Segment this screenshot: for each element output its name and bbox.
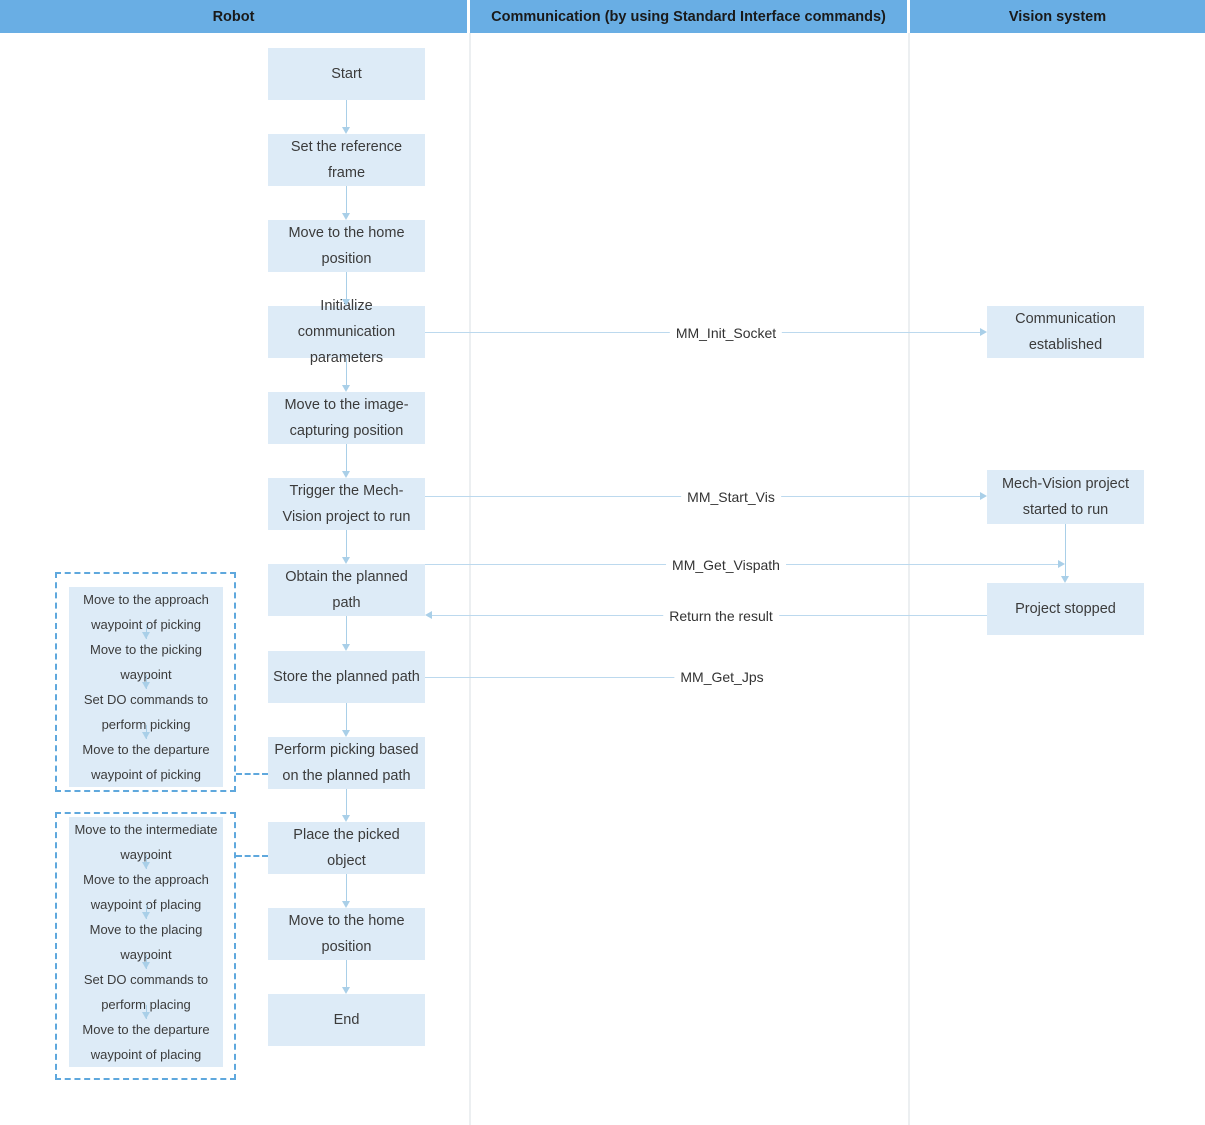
sub-box-placing-departure[interactable]: Move to the departure waypoint of placin… (69, 1017, 223, 1067)
connector-trigger-mech-vision-to-obtain-planned-path (346, 530, 348, 557)
connector-store-planned-path-to-perform-picking (346, 703, 348, 730)
process-box-end-label: End (333, 1012, 360, 1028)
process-box-mech-vision-started[interactable]: Mech-Vision project started to run (987, 470, 1144, 524)
message-label-mm-get-vispath: MM_Get_Vispath (666, 557, 786, 573)
lane-header-communication-label: Communication (by using Standard Interfa… (491, 8, 886, 25)
dashed-link-placing-group-to-place-picked-object (236, 855, 268, 857)
arrowhead-picking-departure (142, 732, 150, 739)
process-box-place-picked-object-label: Place the picked object (293, 827, 400, 869)
lane-header-communication: Communication (by using Standard Interfa… (470, 0, 907, 33)
process-box-perform-picking-label: Perform picking based on the planned pat… (274, 742, 419, 784)
process-box-end[interactable]: End (268, 994, 425, 1046)
process-box-obtain-planned-path[interactable]: Obtain the planned path (268, 564, 425, 616)
arrowhead-placing-do (142, 962, 150, 969)
arrowhead-set-reference-frame (342, 127, 350, 134)
process-box-set-reference-frame-label: Set the reference frame (290, 139, 403, 181)
arrowhead-move-home-1 (342, 213, 350, 220)
arrowhead-mm-start-vis (980, 492, 987, 500)
sub-box-placing-do[interactable]: Set DO commands to perform placing (69, 967, 223, 1017)
connector-move-home-1-to-init-communication (346, 272, 348, 299)
process-box-project-stopped[interactable]: Project stopped (987, 583, 1144, 635)
sub-box-placing-waypoint[interactable]: Move to the placing waypoint (69, 917, 223, 967)
arrowhead-mm-init-socket (980, 328, 987, 336)
sub-box-placing-waypoint-label: Move to the placing waypoint (89, 922, 203, 962)
arrowhead-end (342, 987, 350, 994)
arrowhead-move-home-2 (342, 901, 350, 908)
process-box-communication-established-label: Communication established (1015, 311, 1116, 353)
sub-box-placing-departure-label: Move to the departure waypoint of placin… (82, 1022, 210, 1062)
placing-detail-group (55, 812, 236, 1080)
process-box-init-communication[interactable]: Initialize communication parameters (268, 298, 425, 366)
process-box-move-home-1[interactable]: Move to the home position (268, 220, 425, 272)
process-box-obtain-planned-path-label: Obtain the planned path (285, 569, 408, 611)
process-box-set-reference-frame[interactable]: Set the reference frame (268, 134, 425, 186)
connector-move-home-2-to-end (346, 960, 348, 987)
arrowhead-init-communication (342, 299, 350, 306)
process-box-communication-established[interactable]: Communication established (987, 306, 1144, 358)
arrowhead-place-picked-object (342, 815, 350, 822)
arrowhead-perform-picking (342, 730, 350, 737)
message-label-mm-get-jps: MM_Get_Jps (674, 669, 770, 685)
arrowhead-mm-get-vispath (1058, 560, 1065, 568)
connector-init-communication-to-move-image-capture (346, 358, 348, 385)
process-box-project-stopped-label: Project stopped (1015, 601, 1116, 617)
connector-perform-picking-to-place-picked-object (346, 789, 348, 815)
process-box-trigger-mech-vision[interactable]: Trigger the Mech-Vision project to run (268, 478, 425, 530)
sub-box-placing-do-label: Set DO commands to perform placing (83, 972, 209, 1012)
arrowhead-picking-waypoint (142, 632, 150, 639)
connector-move-image-capture-to-trigger-mech-vision (346, 444, 348, 471)
process-box-move-image-capture[interactable]: Move to the image-capturing position (268, 392, 425, 444)
connector-obtain-planned-path-to-store-planned-path (346, 616, 348, 644)
arrowhead-placing-departure (142, 1012, 150, 1019)
lane-divider-communication-vision (908, 33, 910, 1125)
process-box-move-home-2-label: Move to the home position (288, 913, 405, 955)
picking-detail-group (55, 572, 236, 792)
sub-box-picking-departure[interactable]: Move to the departure waypoint of pickin… (69, 737, 223, 787)
arrowhead-obtain-planned-path (342, 557, 350, 564)
sub-box-placing-approach-label: Move to the approach waypoint of placing (83, 872, 209, 912)
arrowhead-return-the-result (425, 611, 432, 619)
arrowhead-store-planned-path (342, 644, 350, 651)
sub-box-picking-approach-label: Move to the approach waypoint of picking (83, 592, 209, 632)
process-box-mech-vision-started-label: Mech-Vision project started to run (1001, 476, 1130, 518)
process-box-move-home-1-label: Move to the home position (288, 225, 405, 267)
sub-box-picking-departure-label: Move to the departure waypoint of pickin… (82, 742, 210, 782)
message-label-return-the-result: Return the result (663, 608, 779, 624)
connector-mech-vision-started-to-project-stopped (1065, 524, 1067, 576)
arrowhead-trigger-mech-vision (342, 471, 350, 478)
arrowhead-placing-waypoint (142, 912, 150, 919)
process-box-init-communication-label: Initialize communication parameters (297, 298, 396, 366)
process-box-perform-picking[interactable]: Perform picking based on the planned pat… (268, 737, 425, 789)
sub-box-picking-do[interactable]: Set DO commands to perform picking (69, 687, 223, 737)
process-box-move-image-capture-label: Move to the image-capturing position (284, 397, 409, 439)
process-box-trigger-mech-vision-label: Trigger the Mech-Vision project to run (282, 483, 411, 525)
arrowhead-picking-do (142, 682, 150, 689)
arrowhead-placing-approach (142, 862, 150, 869)
arrowhead-project-stopped (1061, 576, 1069, 583)
sub-box-placing-intermediate-label: Move to the intermediate waypoint (74, 822, 218, 862)
connector-place-picked-object-to-move-home-2 (346, 874, 348, 901)
lane-header-robot-label: Robot (212, 8, 255, 25)
sub-box-picking-do-label: Set DO commands to perform picking (83, 692, 209, 732)
lane-header-vision-label: Vision system (1008, 8, 1107, 25)
lane-header-vision: Vision system (910, 0, 1205, 33)
process-box-start-label: Start (331, 66, 362, 82)
dashed-link-picking-group-to-perform-picking (236, 773, 268, 775)
process-box-start[interactable]: Start (268, 48, 425, 100)
message-label-mm-start-vis: MM_Start_Vis (681, 489, 781, 505)
message-line-mm-get-jps (425, 677, 735, 679)
process-box-store-planned-path-label: Store the planned path (273, 669, 420, 685)
lane-header-robot: Robot (0, 0, 467, 33)
process-box-move-home-2[interactable]: Move to the home position (268, 908, 425, 960)
connector-set-reference-frame-to-move-home-1 (346, 186, 348, 213)
process-box-store-planned-path[interactable]: Store the planned path (268, 651, 425, 703)
message-label-mm-init-socket: MM_Init_Socket (669, 325, 783, 341)
lane-divider-robot-communication (469, 33, 471, 1125)
process-box-place-picked-object[interactable]: Place the picked object (268, 822, 425, 874)
connector-start-to-set-reference-frame (346, 100, 348, 127)
sub-box-picking-waypoint-label: Move to the picking waypoint (89, 642, 202, 682)
arrowhead-move-image-capture (342, 385, 350, 392)
